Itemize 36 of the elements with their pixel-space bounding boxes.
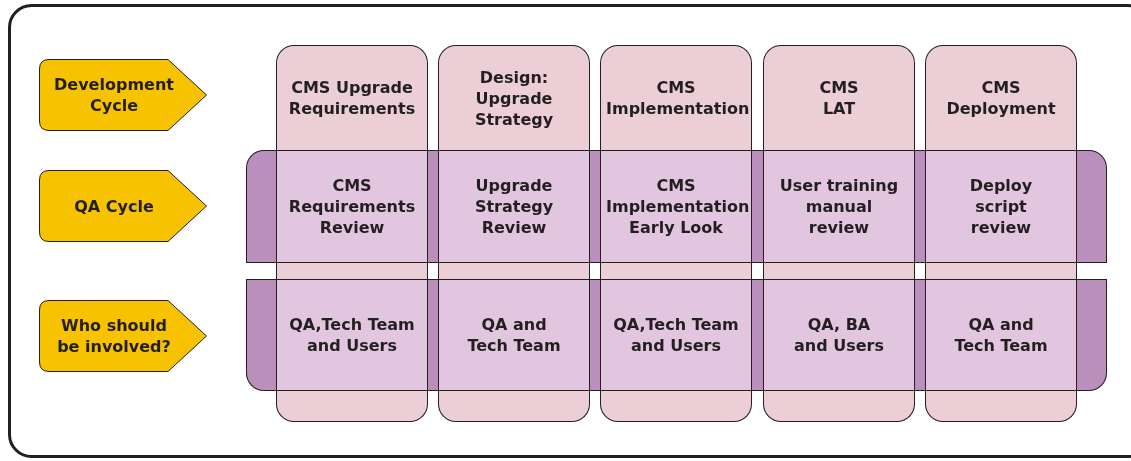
row-label: Development Cycle bbox=[53, 74, 175, 116]
phase-header bbox=[925, 45, 1077, 150]
matrix-cell bbox=[276, 279, 428, 391]
phase-header bbox=[276, 45, 428, 150]
row-label: QA Cycle bbox=[74, 195, 154, 217]
phase-title: CMS Implementation bbox=[606, 77, 746, 119]
matrix-cell bbox=[763, 279, 915, 391]
cell-text: QA and Tech Team bbox=[953, 314, 1049, 356]
row-label-arrow bbox=[39, 300, 207, 372]
cell-text: User training manual review bbox=[778, 175, 900, 238]
matrix-cell bbox=[600, 279, 752, 391]
row-label: Who should be involved? bbox=[56, 315, 172, 357]
phase-title: CMS Upgrade Requirements bbox=[287, 77, 417, 119]
row-label-arrow bbox=[39, 59, 207, 131]
matrix-cell bbox=[763, 150, 915, 263]
cell-text: QA,Tech Team and Users bbox=[612, 314, 740, 356]
phase-title: CMS LAT bbox=[818, 77, 860, 119]
matrix-cell bbox=[925, 150, 1077, 263]
row-label-arrow bbox=[39, 170, 207, 242]
matrix-cell bbox=[438, 279, 590, 391]
matrix-cell bbox=[925, 279, 1077, 391]
phase-title: Design: Upgrade Strategy bbox=[473, 66, 555, 130]
phase-header bbox=[763, 45, 915, 150]
matrix-cell bbox=[438, 150, 590, 263]
cell-text: Upgrade Strategy Review bbox=[473, 175, 555, 238]
phase-title: CMS Deployment bbox=[945, 77, 1057, 119]
phase-header bbox=[438, 45, 590, 150]
matrix-cell bbox=[276, 150, 428, 263]
cell-text: QA,Tech Team and Users bbox=[288, 314, 416, 356]
cell-text: QA, BA and Users bbox=[793, 314, 885, 356]
cell-text: QA and Tech Team bbox=[466, 314, 562, 356]
phase-header bbox=[600, 45, 752, 150]
matrix-cell bbox=[600, 150, 752, 263]
cell-text: CMS Requirements Review bbox=[287, 175, 417, 238]
cell-text: Deploy script review bbox=[968, 175, 1034, 238]
cell-text: CMS Implementation Early Look bbox=[606, 175, 746, 238]
